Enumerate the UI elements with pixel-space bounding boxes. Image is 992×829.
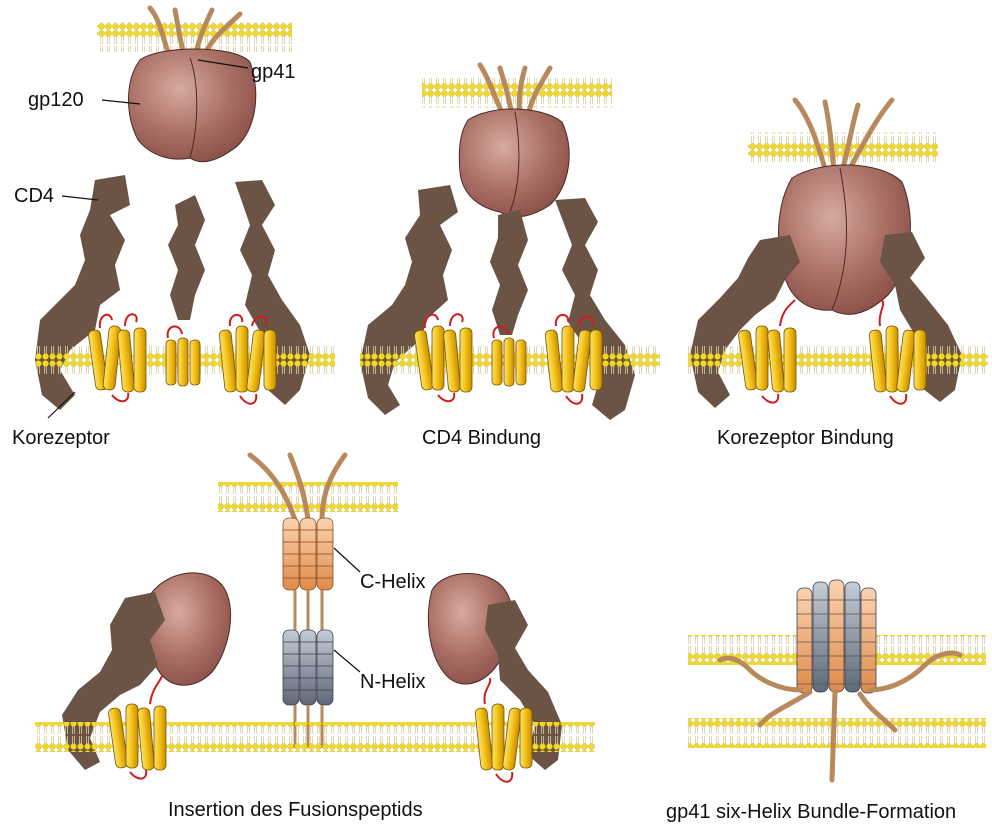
caption-cd4-bindung: CD4 Bindung bbox=[422, 428, 541, 448]
cell-membrane bbox=[688, 345, 988, 375]
n-helix-leader bbox=[334, 650, 360, 672]
cd4-center bbox=[490, 210, 528, 335]
gp120-trimer bbox=[459, 109, 569, 217]
coreceptor-left bbox=[88, 314, 146, 401]
panel-2 bbox=[360, 65, 660, 420]
coreceptor-center bbox=[492, 326, 526, 386]
caption-six-helix: gp41 six-Helix Bundle-Formation bbox=[666, 802, 956, 822]
caption-korezeptor-bindung: Korezeptor Bindung bbox=[717, 428, 894, 448]
panel-4 bbox=[35, 455, 595, 782]
n-helix-label: N-Helix bbox=[360, 672, 426, 692]
c-helix-bundle bbox=[283, 518, 333, 590]
cd4-label: CD4 bbox=[14, 186, 54, 206]
coreceptor-center bbox=[166, 326, 200, 386]
c-helix-label: C-Helix bbox=[360, 572, 426, 592]
korezeptor-label: Korezeptor bbox=[12, 428, 110, 448]
n-helix-bundle bbox=[283, 630, 333, 705]
viral-membrane bbox=[97, 22, 292, 52]
gp41-label: gp41 bbox=[251, 62, 296, 82]
c-helix-leader bbox=[334, 548, 360, 572]
panel-3 bbox=[688, 100, 988, 408]
lower-membrane bbox=[688, 718, 986, 748]
panel-5 bbox=[688, 580, 986, 780]
gp120-label: gp120 bbox=[28, 90, 84, 110]
caption-insertion: Insertion des Fusionspeptids bbox=[168, 800, 423, 820]
six-helix-bundle bbox=[797, 580, 876, 693]
cd4-center bbox=[168, 195, 205, 320]
viral-membrane bbox=[748, 132, 938, 162]
gp41-linker bbox=[295, 590, 322, 632]
